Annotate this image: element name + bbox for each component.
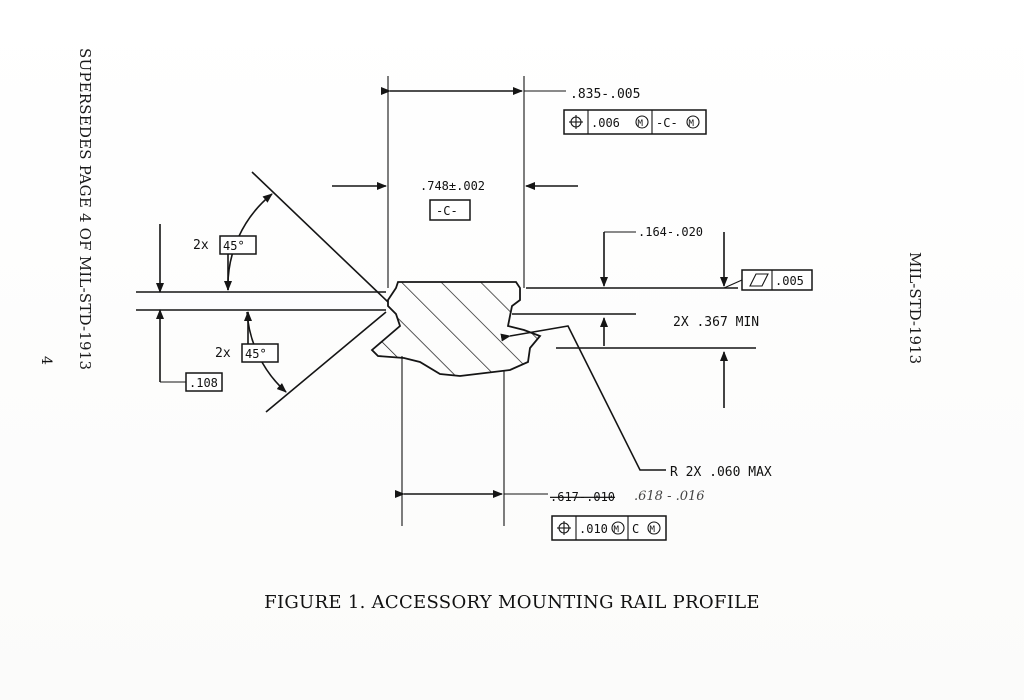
flatness-leader (723, 279, 743, 289)
figure-caption: FIGURE 1. ACCESSORY MOUNTING RAIL PROFIL… (264, 592, 760, 613)
flatness-value: .005 (775, 274, 804, 288)
page-number: 4 (38, 356, 54, 365)
fcf-top-tolerance: .006 (591, 116, 620, 130)
angle-upper-prefix: 2x (193, 238, 209, 253)
datum-c-box: -C- (429, 199, 471, 221)
dim-164-label: .164-.020 (638, 225, 703, 239)
svg-text:M: M (638, 119, 644, 129)
fcf-bottom-datum: C (632, 522, 639, 536)
chamfer-line-upper (251, 171, 389, 303)
angle-lower-label: 45° (245, 347, 267, 361)
position-icon (557, 521, 571, 535)
fcf-top-datum: -C- (656, 116, 678, 130)
mmc-icon: M (611, 521, 625, 535)
angle-upper-label: 45° (223, 239, 245, 253)
supersedes-note: SUPERSEDES PAGE 4 OF MIL-STD-1913 (76, 48, 94, 371)
svg-text:M: M (614, 525, 620, 535)
mmc-icon: M (686, 115, 700, 129)
angle-lower-prefix: 2x (215, 346, 231, 361)
rail-section-hatched (370, 281, 542, 377)
fcf-flatness: .005 (741, 269, 813, 291)
dim-bottom-width-label: .617-.010 (550, 490, 615, 504)
dim-bottom-handwritten: .618 - .016 (634, 489, 705, 504)
datum-c-label: -C- (436, 204, 458, 218)
angle-upper-box: 45° (219, 235, 257, 255)
radius-leader (500, 325, 666, 471)
depth-note: 2X .367 MIN (673, 315, 759, 330)
fcf-bottom-tolerance: .010 (579, 522, 608, 536)
fcf-top: .006 M -C- M (563, 109, 707, 135)
dim-top-width-label: .835-.005 (570, 87, 640, 102)
dim-108-box: .108 (185, 372, 223, 392)
dim-108-label: .108 (189, 376, 218, 390)
chamfer-line-lower (265, 311, 387, 413)
standard-id: MIL-STD-1913 (906, 252, 924, 365)
fcf-bottom: .010 M C M (551, 515, 667, 541)
flatness-icon (749, 273, 769, 287)
svg-text:M: M (650, 525, 656, 535)
mmc-icon: M (647, 521, 661, 535)
position-icon (569, 115, 583, 129)
svg-text:M: M (689, 119, 695, 129)
radius-note: R 2X .060 MAX (670, 465, 772, 480)
mmc-icon: M (635, 115, 649, 129)
angle-lower-box: 45° (241, 343, 279, 363)
dim-slot-width-label: .748±.002 (420, 179, 485, 193)
